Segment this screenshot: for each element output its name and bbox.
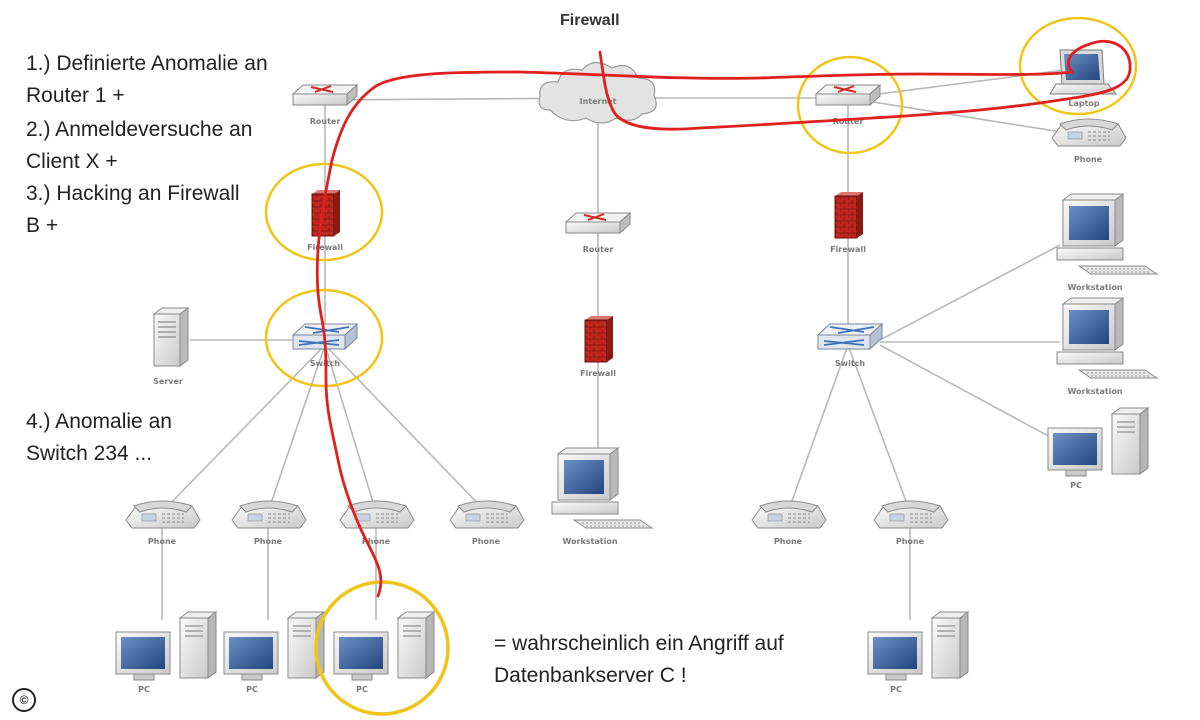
switch-2: Switch	[817, 323, 883, 368]
phone-5: Phone	[751, 500, 827, 546]
phone-3: Phone	[339, 500, 415, 546]
pc-3: PC	[333, 611, 435, 694]
phone-7: Phone	[1051, 118, 1127, 164]
svg-text:Router: Router	[310, 117, 341, 126]
svg-text:Phone: Phone	[362, 537, 391, 546]
annotation-step-2: 2.) Anmeldeversuche an Client X +	[26, 118, 253, 173]
svg-text:Laptop: Laptop	[1068, 99, 1100, 108]
svg-text:Phone: Phone	[148, 537, 177, 546]
pc-5: PC	[1047, 407, 1149, 490]
svg-text:PC: PC	[356, 685, 368, 694]
annotation-conclusion: = wahrscheinlich ein Angriff auf Datenba…	[494, 632, 784, 687]
router-1: Router	[292, 84, 358, 126]
svg-text:PC: PC	[1070, 481, 1082, 490]
router-3: Router	[815, 84, 881, 126]
svg-text:Phone: Phone	[254, 537, 283, 546]
firewall-1: Firewall	[307, 189, 343, 252]
highlight-firewall	[264, 162, 384, 262]
annotation-step-1: 1.) Definierte Anomalie an Router 1 +	[26, 52, 268, 107]
phone-1: Phone	[125, 500, 201, 546]
workstation-1: Workstation	[1056, 193, 1158, 292]
pc-4: PC	[867, 611, 969, 694]
svg-text:Phone: Phone	[472, 537, 501, 546]
workstation-2: Workstation	[1056, 297, 1158, 396]
svg-text:Phone: Phone	[1074, 155, 1103, 164]
pc-1: PC	[115, 611, 217, 694]
svg-text:Switch: Switch	[835, 359, 865, 368]
highlight-circles	[264, 16, 1138, 716]
highlight-router	[796, 55, 904, 155]
svg-text:Phone: Phone	[896, 537, 925, 546]
phone-2: Phone	[231, 500, 307, 546]
phone-6: Phone	[873, 500, 949, 546]
svg-text:Firewall: Firewall	[830, 245, 866, 254]
highlight-laptop	[1018, 16, 1138, 116]
svg-text:Router: Router	[583, 245, 614, 254]
svg-text:Router: Router	[833, 117, 864, 126]
internet-cloud: Internet	[538, 61, 657, 124]
annotation-step-4: 4.) Anomalie an Switch 234 ...	[26, 410, 172, 465]
laptop: Laptop	[1049, 49, 1117, 108]
attack-path	[315, 39, 1132, 598]
svg-text:PC: PC	[246, 685, 258, 694]
workstation-3: Workstation	[551, 447, 653, 546]
diagram-title: Firewall	[560, 12, 620, 29]
svg-text:Firewall: Firewall	[307, 243, 343, 252]
svg-text:PC: PC	[890, 685, 902, 694]
phone-4: Phone	[449, 500, 525, 546]
svg-text:PC: PC	[138, 685, 150, 694]
firewall-2: Firewall	[580, 315, 616, 378]
firewall-3: Firewall	[830, 191, 866, 254]
copyright-icon: ©	[12, 688, 36, 712]
svg-text:Firewall: Firewall	[580, 369, 616, 378]
network-links	[161, 67, 1081, 620]
highlight-switch	[264, 288, 384, 388]
svg-text:Server: Server	[153, 377, 183, 386]
svg-text:Workstation: Workstation	[562, 537, 617, 546]
annotation-step-3: 3.) Hacking an Firewall B +	[26, 182, 240, 237]
svg-text:Phone: Phone	[774, 537, 803, 546]
svg-text:Workstation: Workstation	[1067, 387, 1122, 396]
pc-2: PC	[223, 611, 325, 694]
server: Server	[153, 307, 189, 386]
router-2: Router	[565, 212, 631, 254]
svg-text:Workstation: Workstation	[1067, 283, 1122, 292]
svg-text:Internet: Internet	[580, 97, 617, 106]
